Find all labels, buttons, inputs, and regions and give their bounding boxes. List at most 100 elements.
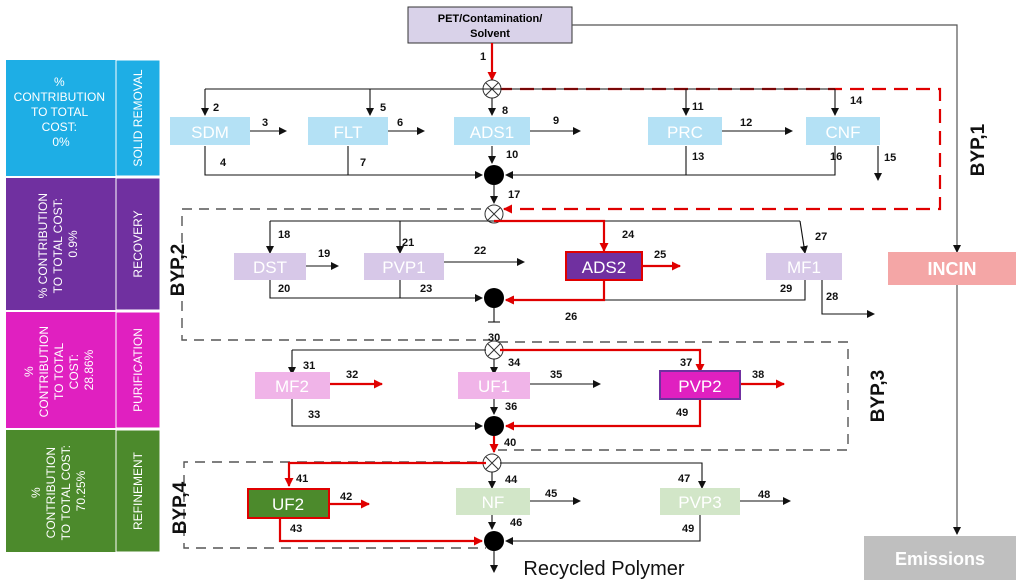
unit-pvp2 (659, 370, 741, 400)
band-title: % CONTRIBUTION TO TOTAL COST: 0.9% (36, 190, 80, 299)
waste-line (572, 24, 961, 535)
stream-num: 15 (884, 152, 896, 164)
stream-num: 10 (506, 149, 518, 161)
stream-num: 5 (380, 102, 386, 114)
band-title: % CONTRIBUTION TO TOTAL COST: 28.86% (22, 323, 96, 418)
byp4-label: BYP,4 (170, 481, 191, 534)
stream-num: 23 (420, 283, 432, 295)
stream-num: 43 (290, 523, 302, 535)
feed-label-line2: Solvent (470, 28, 510, 40)
stream-num: 14 (850, 95, 863, 107)
stage-band-solid-removal: % CONTRIBUTION TO TOTAL COST: 0% SOLID R… (6, 59, 161, 177)
stream-num: 13 (692, 151, 704, 163)
stream-num: 42 (340, 491, 352, 503)
unit-pvp1-label: PVP1 (382, 258, 425, 277)
stream-num: 35 (550, 369, 562, 381)
band-title-cell (6, 312, 116, 428)
byp2-label: BYP,2 (168, 244, 189, 296)
unit-sdm (170, 117, 250, 145)
stream-num: 40 (504, 437, 516, 449)
unit-mf1 (766, 253, 842, 280)
stream-num: 28 (826, 291, 838, 303)
stream-num: 1 (480, 51, 486, 63)
byp1-label: BYP,1 (968, 123, 989, 176)
unit-ads2 (565, 251, 643, 281)
unit-pvp3-label: PVP3 (678, 493, 721, 512)
byp1-selected-bypass (498, 87, 942, 214)
stream-num: 11 (692, 101, 704, 113)
mixer-1-icon (484, 165, 504, 185)
unit-ads1-label: ADS1 (470, 123, 514, 142)
unit-cnf-label: CNF (826, 123, 861, 142)
unit-nf-label: NF (482, 493, 505, 512)
band-title: % CONTRIBUTION TO TOTAL COST: 0% (14, 75, 109, 149)
band-stage-label: SOLID REMOVAL (131, 69, 145, 166)
band-title-cell (6, 60, 116, 176)
byp2-frame (181, 208, 498, 341)
stream-num: 27 (815, 231, 827, 243)
unit-pvp1 (364, 253, 444, 280)
mixer-4-icon (484, 531, 504, 551)
stream-num: 22 (474, 245, 486, 257)
band-stage-cell (115, 177, 161, 311)
unit-mf2-label: MF2 (275, 377, 309, 396)
stream-numbers: 1 2 3 4 5 6 7 8 9 10 11 12 13 14 15 16 1… (213, 51, 896, 535)
byp3-label: BYP,3 (868, 370, 889, 422)
stream-num: 17 (508, 189, 520, 201)
stream-num: 26 (565, 311, 577, 323)
stream-num: 29 (780, 283, 792, 295)
unit-uf1 (458, 372, 530, 399)
band-stage-label: REFINEMENT (131, 451, 145, 530)
unit-dst (234, 253, 306, 280)
stream-num: 24 (622, 229, 635, 241)
stream-num: 32 (346, 369, 358, 381)
stream-num: 12 (740, 117, 752, 129)
incin-node: INCIN (888, 252, 1016, 285)
flow-lines (201, 88, 882, 573)
stream-num: 18 (278, 229, 290, 241)
stream-num: 31 (303, 360, 315, 372)
unit-mf2 (255, 372, 330, 399)
unit-nf (456, 488, 530, 515)
mixer-2-icon (484, 288, 504, 308)
stream-num: 41 (296, 473, 308, 485)
unit-uf1-label: UF1 (478, 377, 510, 396)
stream-num: 16 (830, 151, 842, 163)
unit-pvp3 (660, 488, 740, 515)
stream-num: 46 (510, 517, 522, 529)
stream-num: 49 (682, 523, 694, 535)
feed-input-node: PET/Contamination/ Solvent (407, 6, 573, 44)
stream-num: 3 (262, 117, 268, 129)
stream-num: 4 (220, 157, 227, 169)
unit-uf2 (247, 488, 330, 519)
band-stage-label: RECOVERY (131, 210, 145, 277)
mixer-3-icon (484, 416, 504, 436)
stream-num: 25 (654, 249, 666, 261)
unit-sdm-label: SDM (191, 123, 229, 142)
stream-num: 19 (318, 248, 330, 260)
stream-num: 21 (402, 237, 414, 249)
band-title-cell (6, 178, 116, 310)
stream-num: 8 (502, 105, 508, 117)
emissions-node: Emissions (864, 536, 1016, 580)
unit-pvp2-label: PVP2 (678, 377, 721, 396)
unit-boxes: SDM FLT ADS1 PRC CNF DST PVP1 ADS2 MF1 M… (170, 117, 880, 519)
emissions-label: Emissions (895, 549, 985, 569)
band-stage-cell (115, 429, 161, 553)
stage-band-refinement: % CONTRIBUTION TO TOTAL COST: 70.25% REF… (6, 429, 161, 553)
unit-cnf (806, 117, 880, 145)
unit-ads1 (454, 117, 530, 145)
splitter-2-icon (484, 204, 504, 224)
stream-num: 47 (678, 473, 690, 485)
unit-flt (308, 117, 388, 145)
unit-mf1-label: MF1 (787, 258, 821, 277)
stream-num: 2 (213, 102, 219, 114)
stage-band-recovery: % CONTRIBUTION TO TOTAL COST: 0.9% RECOV… (6, 177, 161, 311)
stage-band-purification: % CONTRIBUTION TO TOTAL COST: 28.86% PUR… (6, 311, 161, 429)
stream-num: 45 (545, 488, 557, 500)
unit-prc-label: PRC (667, 123, 703, 142)
unit-flt-label: FLT (334, 123, 363, 142)
selected-path-lines (278, 219, 785, 546)
incin-label: INCIN (928, 259, 977, 279)
